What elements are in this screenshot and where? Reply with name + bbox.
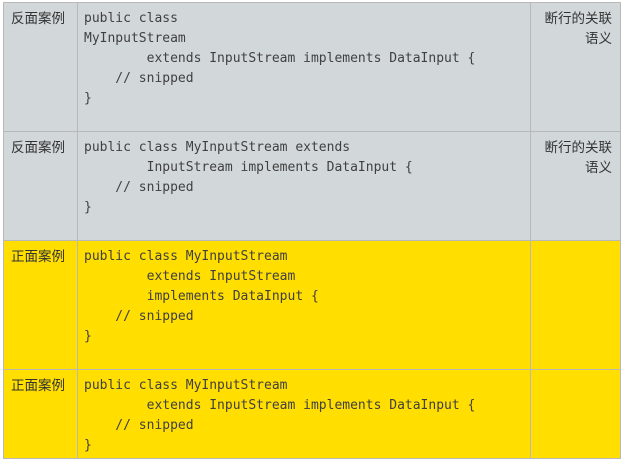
case-label: 反面案例 bbox=[11, 11, 65, 27]
note-line: 语义 bbox=[585, 160, 612, 176]
counter-example-row: 反面案例 public class MyInputStream extends … bbox=[3, 2, 621, 132]
counter-example-row: 反面案例 public class MyInputStream extends … bbox=[3, 131, 621, 241]
code-snippet: public class MyInputStream extends Input… bbox=[84, 11, 476, 106]
code-snippet: public class MyInputStream extends Input… bbox=[84, 378, 476, 453]
good-example-row: 正面案例 public class MyInputStream extends … bbox=[3, 240, 621, 370]
note-cell bbox=[530, 369, 621, 459]
case-label-cell: 正面案例 bbox=[3, 369, 78, 459]
code-cell: public class MyInputStream extends Input… bbox=[77, 369, 531, 459]
case-label-cell: 反面案例 bbox=[3, 131, 78, 241]
code-cell: public class MyInputStream extends Input… bbox=[77, 131, 531, 241]
case-label: 正面案例 bbox=[11, 249, 65, 265]
case-label: 反面案例 bbox=[11, 140, 65, 156]
case-note bbox=[531, 370, 620, 376]
case-note: 断行的关联 语义 bbox=[531, 3, 620, 49]
code-snippet: public class MyInputStream extends Input… bbox=[84, 249, 319, 344]
case-label: 正面案例 bbox=[11, 378, 65, 394]
case-note bbox=[531, 241, 620, 247]
case-label-cell: 反面案例 bbox=[3, 2, 78, 132]
note-cell: 断行的关联 语义 bbox=[530, 2, 621, 132]
case-note: 断行的关联 语义 bbox=[531, 132, 620, 178]
note-line: 语义 bbox=[585, 31, 612, 47]
note-cell bbox=[530, 240, 621, 370]
good-example-row: 正面案例 public class MyInputStream extends … bbox=[3, 369, 621, 459]
code-cell: public class MyInputStream extends Input… bbox=[77, 2, 531, 132]
code-style-cases-table: 反面案例 public class MyInputStream extends … bbox=[3, 2, 621, 459]
code-snippet: public class MyInputStream extends Input… bbox=[84, 140, 413, 215]
note-cell: 断行的关联 语义 bbox=[530, 131, 621, 241]
note-line: 断行的关联 bbox=[544, 140, 613, 156]
code-cell: public class MyInputStream extends Input… bbox=[77, 240, 531, 370]
note-line: 断行的关联 bbox=[544, 11, 613, 27]
case-label-cell: 正面案例 bbox=[3, 240, 78, 370]
